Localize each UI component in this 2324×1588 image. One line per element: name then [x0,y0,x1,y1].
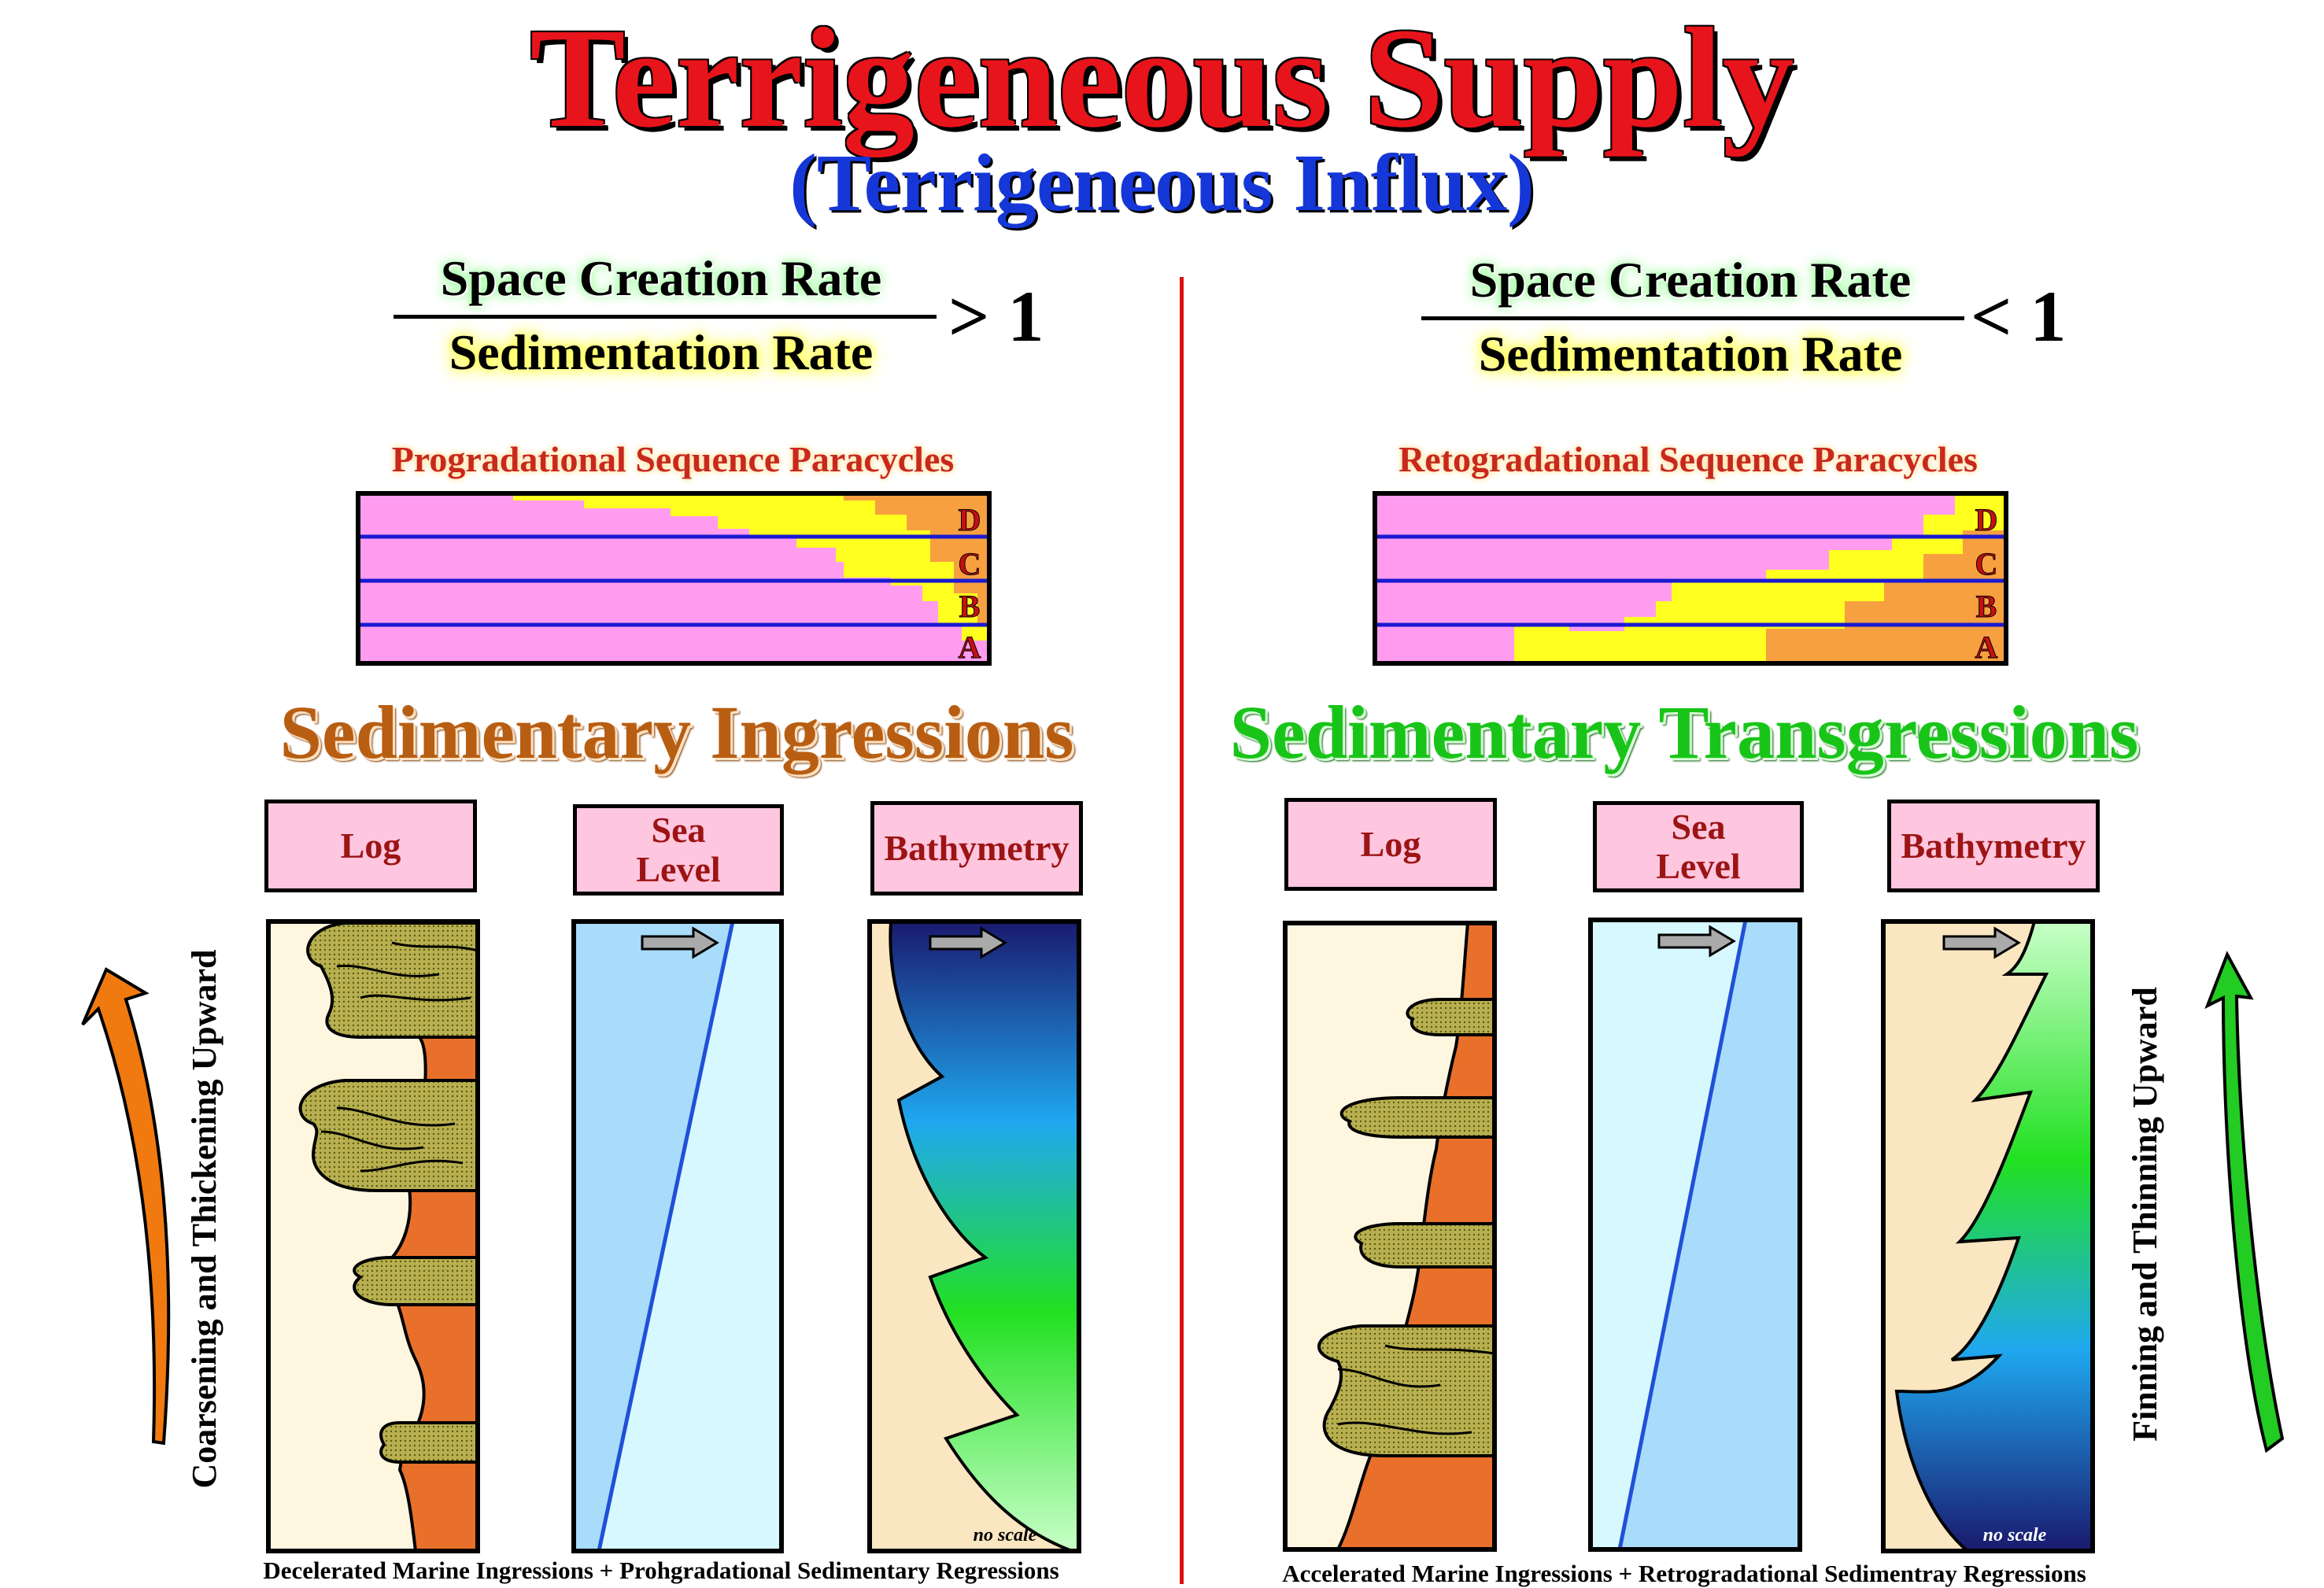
right-no-scale-note: no scale [1983,1525,2047,1546]
left-bathymetry-column: no scale [867,919,1081,1553]
left-log-header: Log [264,800,477,892]
right-trend-arrow-icon [2204,951,2285,1453]
left-log-column [266,919,480,1553]
left-log-sand-bed [298,1079,479,1192]
page-subtitle: (Terrigeneous Influx) [789,138,1535,228]
right-sea-level-curve [1617,919,1748,1550]
left-bathymetry-header: Bathymetry [870,801,1083,896]
right-ratio-denominator: Sedimentation Rate [1478,326,1903,382]
right-bathymetry-arrow-icon [1942,926,2021,959]
right-ratio-comparison: < 1 [1971,276,2067,356]
right-sea-level-header: Sea Level [1593,801,1804,892]
right-paracycle-label-d: D [1975,502,1998,537]
page-title: Terrigeneous Supply [530,0,1794,157]
right-paracycle-title: Retogradational Sequence Paracycles [1398,439,1978,479]
right-bathymetry-header: Bathymetry [1887,800,2100,892]
right-paracycle-label-a: A [1975,630,1998,665]
left-ratio-line [393,315,937,319]
left-sea-level-curve [597,921,735,1552]
right-ratio-line [1421,316,1964,320]
center-divider [1180,277,1184,1584]
right-log-sand-bed [1339,1096,1496,1139]
right-sea-level-column [1588,918,1802,1552]
right-paracycle-diagram: D C B A [1373,491,2008,666]
left-sea-level-header: Sea Level [573,804,784,896]
left-log-sand-bed [379,1421,479,1464]
left-paracycle-label-d: D [959,502,981,537]
left-trend-label: Coarsening and Thickening Upward [185,949,224,1489]
right-log-column [1283,921,1497,1552]
right-section-title: Sedimentary Transgressions [1229,690,2139,774]
left-ratio-numerator: Space Creation Rate [440,250,882,306]
left-paracycle-diagram: D C B A [356,491,992,666]
left-log-sand-bed [353,1256,479,1306]
left-bathymetry-arrow-icon [929,926,1007,959]
right-paracycle-label-c: C [1975,546,1998,582]
right-sea-level-dark-zone [1620,920,1800,1549]
left-log-sand-bed [306,921,479,1039]
left-no-scale-note: no scale [974,1525,1037,1546]
right-sea-level-arrow-icon [1657,925,1736,958]
left-paracycle-coarse [844,493,989,625]
left-paracycle-label-c: C [959,546,981,582]
right-paracycle-coarse [1766,530,2006,663]
right-ratio-numerator: Space Creation Rate [1469,252,1912,308]
left-ratio-comparison: > 1 [948,276,1044,356]
left-sea-level-dark-zone [574,921,733,1551]
right-log-sand-bed [1406,998,1496,1036]
right-bathymetry-column: no scale [1881,919,2095,1553]
right-trend-label: Finning and Thinning Upward [2126,987,2164,1442]
right-paracycle-label-b: B [1976,589,1997,624]
left-paracycle-label-a: A [959,630,981,665]
left-paracycle-sand [513,493,989,641]
left-bathymetry-water [889,920,1081,1553]
right-log-sand-bed [1317,1324,1496,1457]
left-trend-arrow-icon [81,967,171,1446]
left-ratio-denominator: Sedimentation Rate [449,324,874,380]
right-log-sand-bed [1354,1222,1496,1269]
left-caption: Decelerated Marine Ingressions + Prohgra… [263,1557,1059,1584]
left-section-title: Sedimentary Ingressions [279,690,1074,774]
right-caption: Accelerated Marine Ingressions + Retrogr… [1282,1560,2086,1587]
left-paracycle-label-b: B [959,589,981,624]
left-sea-level-arrow-icon [641,926,719,959]
left-sea-level-column [571,919,784,1553]
left-paracycle-title: Progradational Sequence Paracycles [391,439,955,479]
right-log-header: Log [1284,798,1497,891]
right-bathymetry-water [1894,920,2094,1553]
